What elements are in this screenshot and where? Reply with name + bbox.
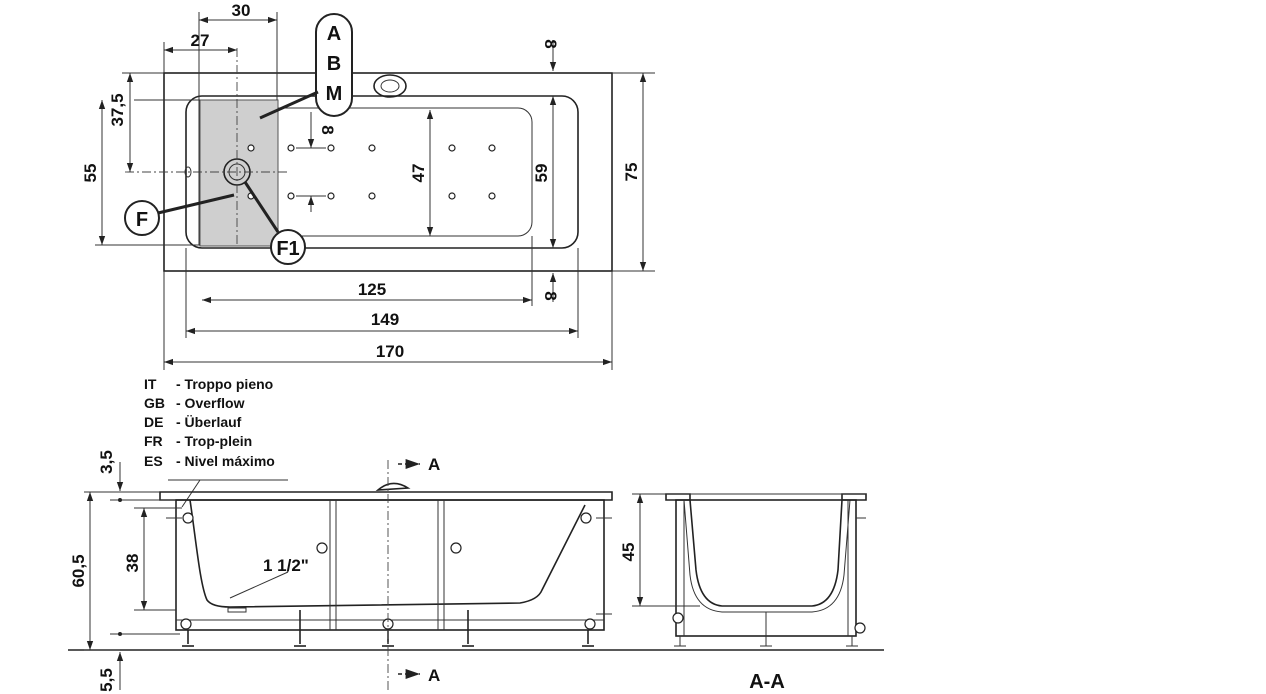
frame-legs (182, 610, 594, 647)
dim-149: 149 (371, 310, 399, 329)
callout-a: A (327, 23, 341, 45)
legend-text-de: - Überlauf (176, 414, 242, 430)
legend-code-fr: FR (144, 433, 163, 449)
dim-5-5: 5,5 (97, 668, 116, 692)
dim-75: 75 (622, 163, 641, 182)
legend-text-gb: - Overflow (176, 395, 245, 411)
overflow-knob (373, 74, 407, 98)
dim-59: 59 (532, 164, 551, 183)
legend-text-es: - Nivel máximo (176, 453, 275, 469)
dim-47: 47 (409, 164, 428, 183)
callout-abm: A B M (259, 13, 353, 120)
callout-b: B (327, 53, 341, 75)
callout-m: M (326, 83, 343, 105)
dim-27: 27 (191, 31, 210, 50)
callout-f-label: F (136, 209, 148, 231)
legend-text-fr: - Trop-plein (176, 433, 252, 449)
callout-f: F (124, 193, 235, 236)
section-mark-bottom: A (428, 666, 440, 685)
dim-125: 125 (358, 280, 386, 299)
legend-code-de: DE (144, 414, 163, 430)
dim-8-inner: 8 (318, 125, 337, 134)
side-view: 1 1/2" A A (68, 450, 884, 692)
dim-60-5: 60,5 (69, 554, 88, 587)
section-jets (672, 612, 866, 634)
pipe-size-label: 1 1/2" (263, 556, 309, 575)
dim-30: 30 (232, 1, 251, 20)
dim-55: 55 (81, 164, 100, 183)
side-jets (180, 512, 596, 630)
dim-45: 45 (619, 543, 638, 562)
section-mark-top: A (428, 455, 440, 474)
dim-8-bottom: 8 (541, 291, 560, 300)
callout-f1: F1 (243, 181, 306, 265)
legend-code-es: ES (144, 453, 163, 469)
dim-3-5: 3,5 (97, 450, 116, 474)
dim-170: 170 (376, 342, 404, 361)
dim-8-top: 8 (541, 39, 560, 48)
legend-text-it: - Troppo pieno (176, 376, 273, 392)
overflow-legend: IT - Troppo pieno GB - Overflow DE - Übe… (144, 376, 288, 508)
legend-code-gb: GB (144, 395, 165, 411)
dim-38: 38 (123, 554, 142, 573)
section-a-a-view: 45 A-A (619, 493, 867, 693)
callout-f1-label: F1 (276, 238, 299, 260)
whirlpool-jets (247, 144, 496, 200)
legend-code-it: IT (144, 376, 157, 392)
backrest-shaded-area (199, 99, 279, 247)
top-view: 30 27 8 37,5 55 8 47 59 75 8 (81, 1, 655, 370)
section-title: A-A (749, 671, 785, 693)
dim-37-5: 37,5 (108, 93, 127, 126)
